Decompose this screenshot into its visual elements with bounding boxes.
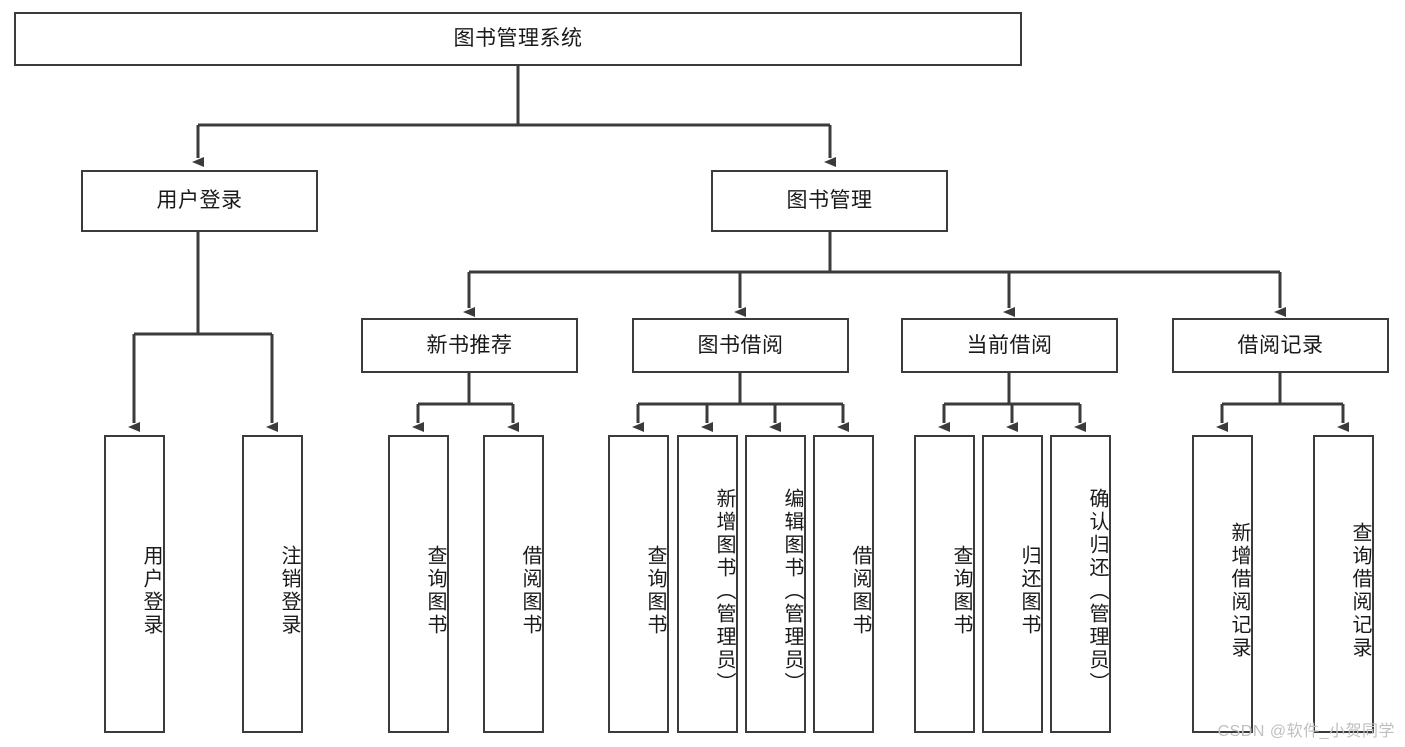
leaf-query-book-1[interactable]: 查询图书 [388, 435, 449, 733]
leaf-edit-book-admin-label: 编辑图书（管理员） [781, 487, 803, 695]
leaf-borrow-book-2-label: 借阅图书 [849, 545, 871, 637]
leaf-borrow-book-1[interactable]: 借阅图书 [483, 435, 544, 733]
leaf-confirm-return-admin[interactable]: 确认归还（管理员） [1050, 435, 1111, 733]
leaf-query-borrow-record-label: 查询借阅记录 [1349, 522, 1371, 660]
leaf-query-book-3-label: 查询图书 [950, 545, 972, 637]
node-book-borrow[interactable]: 图书借阅 [632, 318, 849, 373]
leaf-borrow-book-2[interactable]: 借阅图书 [813, 435, 874, 733]
leaf-query-book-2-label: 查询图书 [644, 545, 666, 637]
leaf-return-book[interactable]: 归还图书 [982, 435, 1043, 733]
node-borrow-record-label: 借阅记录 [1237, 333, 1324, 357]
leaf-return-book-label: 归还图书 [1018, 545, 1040, 637]
node-current-borrow[interactable]: 当前借阅 [901, 318, 1118, 373]
node-current-borrow-label: 当前借阅 [966, 333, 1053, 357]
node-borrow-record[interactable]: 借阅记录 [1172, 318, 1389, 373]
node-new-book-recommend[interactable]: 新书推荐 [361, 318, 578, 373]
node-book-manage[interactable]: 图书管理 [711, 170, 948, 232]
node-user-login-label: 用户登录 [156, 189, 243, 213]
leaf-edit-book-admin[interactable]: 编辑图书（管理员） [745, 435, 806, 733]
leaf-user-login-label: 用户登录 [140, 545, 162, 637]
node-root-label: 图书管理系统 [453, 27, 583, 51]
leaf-add-borrow-record[interactable]: 新增借阅记录 [1192, 435, 1253, 733]
leaf-add-book-admin[interactable]: 新增图书（管理员） [677, 435, 738, 733]
leaf-query-book-2[interactable]: 查询图书 [608, 435, 669, 733]
leaf-add-book-admin-label: 新增图书（管理员） [713, 487, 735, 695]
node-book-borrow-label: 图书借阅 [697, 333, 784, 357]
leaf-query-book-3[interactable]: 查询图书 [914, 435, 975, 733]
node-user-login[interactable]: 用户登录 [81, 170, 318, 232]
leaf-query-borrow-record[interactable]: 查询借阅记录 [1313, 435, 1374, 733]
node-book-manage-label: 图书管理 [786, 189, 873, 213]
leaf-add-borrow-record-label: 新增借阅记录 [1228, 522, 1250, 660]
node-new-book-recommend-label: 新书推荐 [426, 333, 513, 357]
leaf-user-login[interactable]: 用户登录 [104, 435, 165, 733]
leaf-logout-login-label: 注销登录 [278, 545, 300, 637]
leaf-query-book-1-label: 查询图书 [424, 545, 446, 637]
leaf-confirm-return-admin-label: 确认归还（管理员） [1086, 487, 1108, 695]
node-root[interactable]: 图书管理系统 [14, 12, 1022, 66]
leaf-logout-login[interactable]: 注销登录 [242, 435, 303, 733]
leaf-borrow-book-1-label: 借阅图书 [519, 545, 541, 637]
